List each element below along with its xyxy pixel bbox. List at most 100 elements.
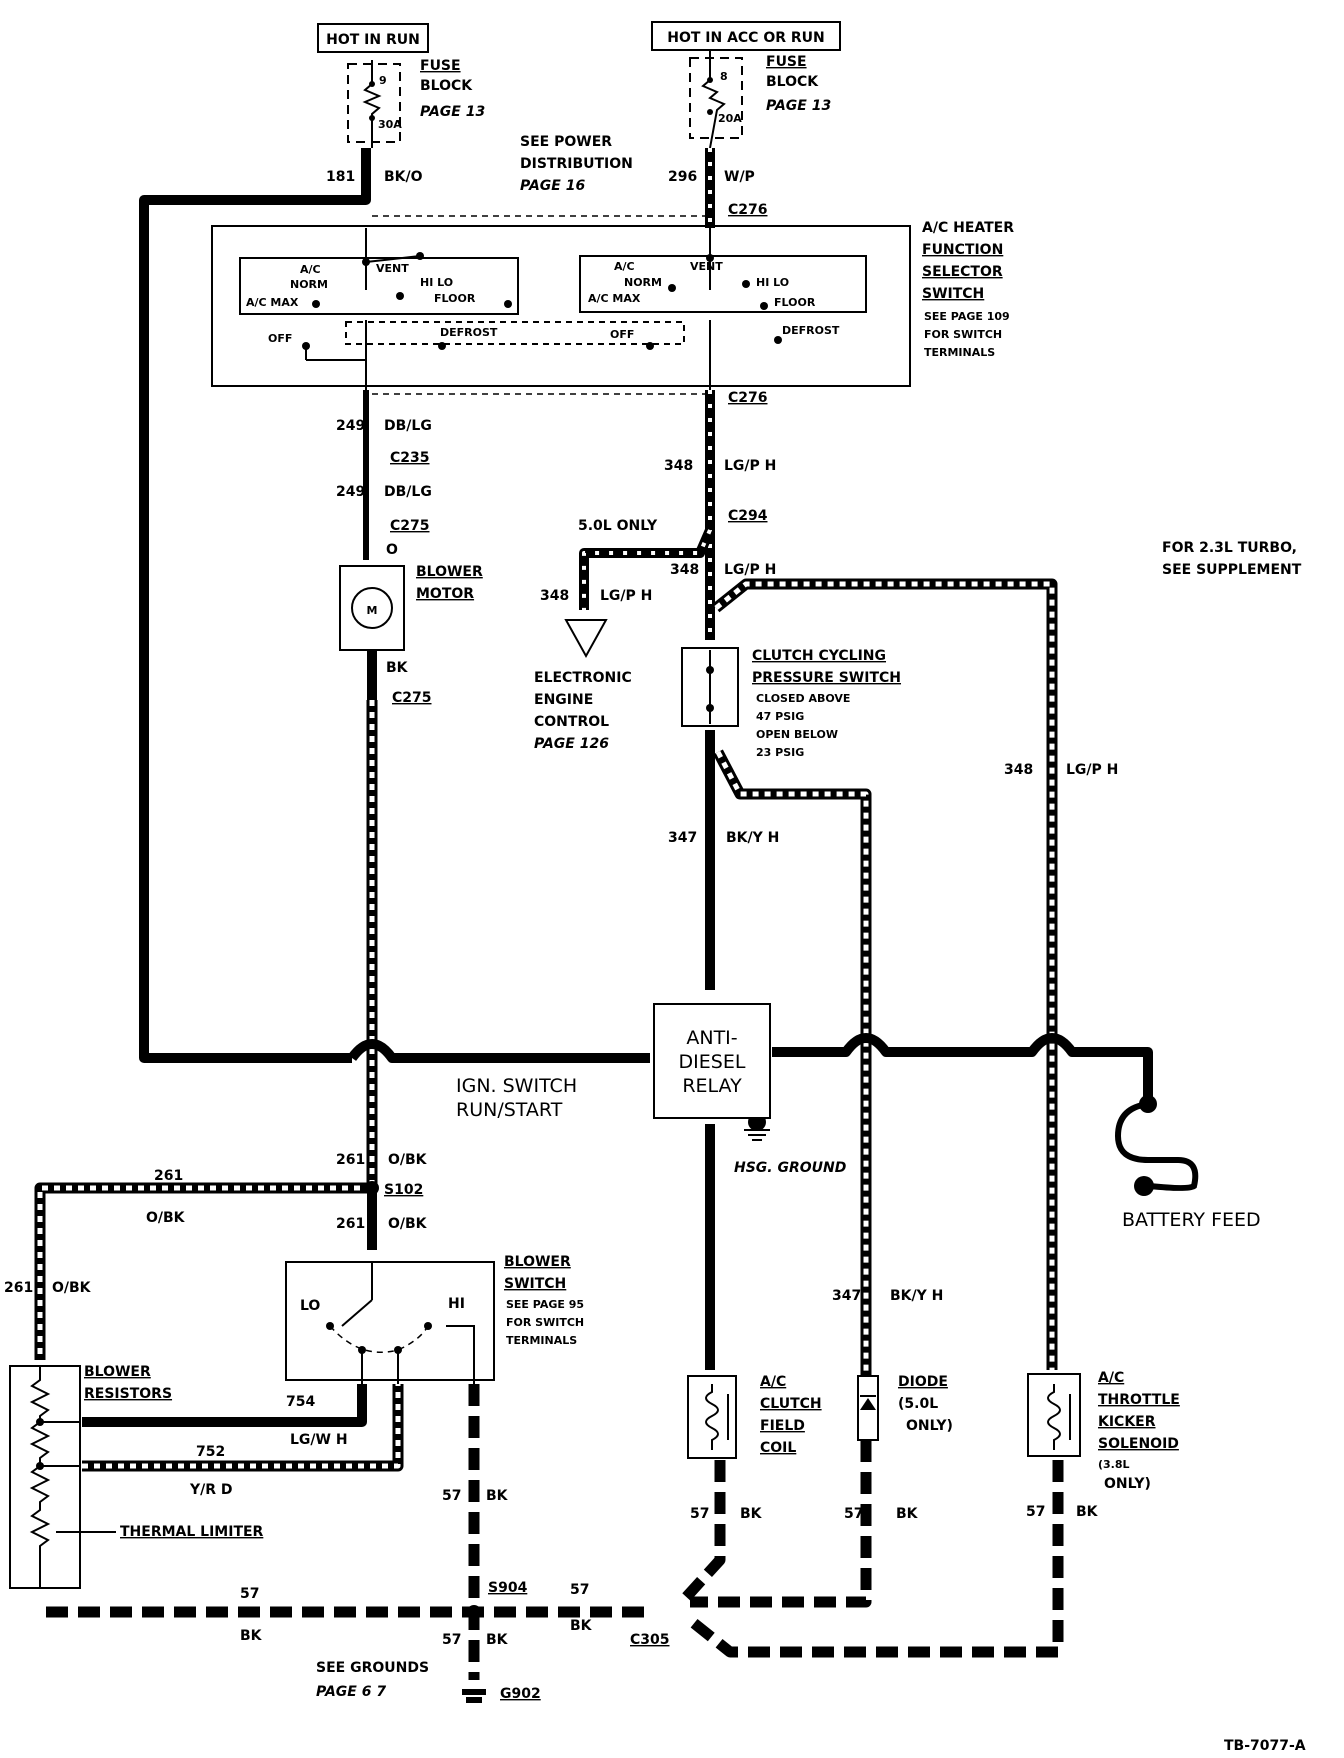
wire-57-number-3: 57 [570, 1582, 589, 1598]
connector-c275-top: C275 [390, 518, 430, 534]
turbo-note-1: FOR 2.3L TURBO, [1162, 540, 1297, 556]
clutch-cycling-pressure-switch [681, 647, 739, 727]
battery-bus [772, 1033, 1153, 1104]
svg-text:NORM: NORM [290, 278, 328, 291]
connector-c276-bottom: C276 [728, 390, 768, 406]
wire-57-number-6: 57 [844, 1506, 863, 1522]
wire-348-color-2: LG/P H [724, 562, 776, 578]
wire-57-clutch [675, 1460, 726, 1608]
kicker-label-5: (3.8L [1098, 1458, 1130, 1471]
wire-57-number-2: 57 [240, 1586, 259, 1602]
blower-switch-note-3: TERMINALS [506, 1334, 577, 1347]
fuse-right-label2: BLOCK [766, 74, 819, 90]
eec-arrow-icon [564, 619, 608, 659]
wire-orange-label: O [386, 542, 398, 558]
fuse-right-label1: FUSE [766, 54, 807, 70]
wire-261-resistors [34, 1182, 372, 1360]
wire-348-number-4: 348 [1004, 762, 1033, 778]
connector-c276-top: C276 [728, 202, 768, 218]
wire-261-number-4: 261 [4, 1280, 33, 1296]
wire-261-number-2: 261 [154, 1168, 183, 1184]
svg-text:ANTI-: ANTI- [686, 1027, 737, 1049]
svg-text:OFF: OFF [610, 328, 634, 341]
fuse-right-page: PAGE 13 [766, 98, 831, 114]
connector-s904: S904 [488, 1580, 528, 1596]
ccps-note-4: 23 PSIG [756, 746, 804, 759]
wire-57-number-4: 57 [442, 1632, 461, 1648]
hot-in-acc-or-run-label: HOT IN ACC OR RUN [651, 21, 841, 51]
connector-c235: C235 [390, 450, 430, 466]
wire-754-number: 754 [286, 1394, 315, 1410]
wire-57-number-1: 57 [442, 1488, 461, 1504]
svg-text:HOT IN ACC OR RUN: HOT IN ACC OR RUN [667, 30, 825, 46]
svg-text:A/C: A/C [614, 260, 635, 273]
blower-motor-label-2: MOTOR [416, 586, 474, 602]
connector-s102: S102 [384, 1182, 423, 1198]
wire-347-number-1: 347 [668, 830, 697, 846]
svg-text:30A: 30A [378, 118, 402, 131]
wire-57-color-3: BK [570, 1618, 593, 1634]
wire-57-color-2: BK [240, 1628, 263, 1644]
blower-switch-note-2: FOR SWITCH [506, 1316, 584, 1329]
clutch-coil-3: FIELD [760, 1418, 805, 1434]
selector-right-section: A/C NORM A/C MAX VENT HI LO FLOOR OFF DE… [579, 228, 867, 390]
ccps-title-1: CLUTCH CYCLING [752, 648, 886, 664]
svg-text:A/C: A/C [300, 263, 321, 276]
wire-57-color-1: BK [486, 1488, 509, 1504]
figure-id: TB-7077-A [1224, 1738, 1306, 1754]
svg-text:RELAY: RELAY [682, 1075, 742, 1097]
power-dist-l2: DISTRIBUTION [520, 156, 633, 172]
selector-left-section: A/C NORM A/C MAX VENT HI LO FLOOR OFF DE… [239, 228, 685, 390]
blower-motor: M [339, 565, 405, 651]
blower-switch: LO HI [285, 1261, 495, 1384]
svg-text:FLOOR: FLOOR [774, 296, 816, 309]
eec-page: PAGE 126 [534, 736, 609, 752]
svg-text:DEFROST: DEFROST [782, 324, 840, 337]
wire-261-number-3: 261 [336, 1216, 365, 1232]
fuse-left-page: PAGE 13 [420, 104, 485, 120]
battery-feed-label: BATTERY FEED [1122, 1209, 1261, 1231]
wire-57-color-6: BK [896, 1506, 919, 1522]
grounds-note-1: SEE GROUNDS [316, 1660, 429, 1676]
kicker-label-6: ONLY) [1104, 1476, 1151, 1492]
wire-752-color: Y/R D [189, 1482, 233, 1498]
kicker-label-2: THROTTLE [1098, 1392, 1180, 1408]
wire-347-color-2: BK/Y H [890, 1288, 943, 1304]
kicker-label-3: KICKER [1098, 1414, 1156, 1430]
turbo-note-2: SEE SUPPLEMENT [1162, 562, 1302, 578]
ground-g902-icon [462, 1689, 486, 1703]
ccps-title-2: PRESSURE SWITCH [752, 670, 901, 686]
wire-261-color-3: O/BK [388, 1216, 428, 1232]
eec-line-1: ELECTRONIC [534, 670, 632, 686]
svg-text:HOT IN RUN: HOT IN RUN [326, 32, 420, 48]
svg-text:FLOOR: FLOOR [434, 292, 476, 305]
wire-348-color-1: LG/P H [724, 458, 776, 474]
svg-text:8: 8 [720, 70, 728, 83]
svg-text:VENT: VENT [376, 262, 409, 275]
svg-text:LO: LO [300, 1298, 320, 1314]
ign-switch-label-2: RUN/START [456, 1099, 563, 1121]
fuse-9: 9 30A [347, 60, 402, 148]
fuse-left-label2: BLOCK [420, 78, 473, 94]
wire-347-number-2: 347 [832, 1288, 861, 1304]
blower-motor-label-1: BLOWER [416, 564, 483, 580]
ac-throttle-kicker-solenoid [1027, 1373, 1081, 1457]
blower-switch-title-1: BLOWER [504, 1254, 571, 1270]
ccps-note-2: 47 PSIG [756, 710, 804, 723]
wire-261-number-1: 261 [336, 1152, 365, 1168]
wire-348-color-4: LG/P H [1066, 762, 1118, 778]
clutch-coil-2: CLUTCH [760, 1396, 822, 1412]
wire-296-color: W/P [724, 169, 755, 185]
selector-note-1: SEE PAGE 109 [924, 310, 1010, 323]
blower-resistors [9, 1365, 81, 1589]
svg-text:VENT: VENT [690, 260, 723, 273]
fuse-8: 8 20A [689, 50, 743, 149]
svg-text:HI: HI [448, 1296, 465, 1312]
diode [857, 1375, 879, 1441]
grounds-note-2: PAGE 6 7 [316, 1684, 386, 1700]
wire-57-kicker [686, 1460, 1064, 1658]
kicker-label-1: A/C [1098, 1370, 1124, 1386]
wire-754 [82, 1384, 367, 1427]
wire-181-number: 181 [326, 169, 355, 185]
